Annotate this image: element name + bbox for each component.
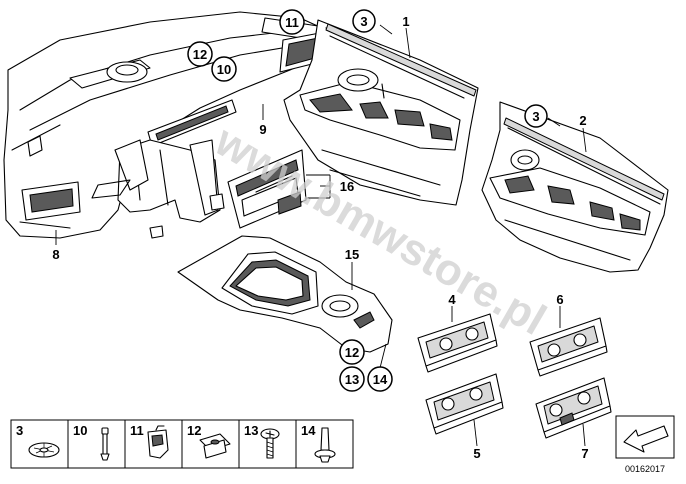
center-bezel bbox=[227, 149, 307, 229]
legend-label-10: 10 bbox=[73, 423, 87, 438]
label-6: 6 bbox=[556, 292, 563, 307]
switch-panel-7 bbox=[535, 377, 612, 439]
label-4: 4 bbox=[448, 292, 456, 307]
dashboard-drawing bbox=[3, 11, 326, 239]
label-12-top: 12 bbox=[193, 47, 207, 62]
legend-label-11: 11 bbox=[130, 423, 144, 438]
pin-icon bbox=[100, 427, 110, 461]
label-3-front: 3 bbox=[360, 14, 367, 29]
direction-arrow-icon bbox=[615, 415, 675, 459]
clip-disc-icon bbox=[28, 442, 60, 458]
circle-14 bbox=[367, 366, 393, 392]
circle-3-rear bbox=[524, 104, 548, 128]
label-3-rear: 3 bbox=[532, 109, 539, 124]
legend-label-3: 3 bbox=[16, 423, 23, 438]
diagram-reference-number: 00162017 bbox=[625, 464, 665, 474]
label-13: 13 bbox=[345, 372, 359, 387]
nut-clip-icon bbox=[199, 433, 231, 459]
switch-panel-5 bbox=[425, 373, 504, 435]
label-16: 16 bbox=[340, 179, 354, 194]
label-2: 2 bbox=[579, 113, 586, 128]
circle-13 bbox=[339, 366, 365, 392]
rear-door-panel bbox=[481, 101, 669, 273]
label-14: 14 bbox=[373, 372, 388, 387]
circle-12-top bbox=[187, 41, 213, 67]
fastener-legend: 3 10 11 12 13 14 bbox=[10, 419, 354, 469]
label-5: 5 bbox=[473, 446, 480, 461]
switch-panel-4 bbox=[417, 313, 498, 373]
label-8: 8 bbox=[52, 247, 59, 262]
circle-3-front bbox=[352, 9, 376, 33]
switch-panel-6 bbox=[529, 317, 608, 377]
label-10: 10 bbox=[217, 62, 231, 77]
front-door-panel bbox=[283, 19, 479, 206]
legend-label-12: 12 bbox=[187, 423, 201, 438]
legend-label-14: 14 bbox=[301, 423, 316, 438]
spring-clip-icon bbox=[147, 425, 169, 459]
screw-icon bbox=[260, 428, 280, 459]
label-11: 11 bbox=[285, 15, 299, 30]
label-15: 15 bbox=[345, 247, 359, 262]
circle-11 bbox=[279, 9, 305, 35]
circle-12-bottom bbox=[339, 339, 365, 365]
legend-cell-10 bbox=[67, 419, 126, 469]
label-9: 9 bbox=[259, 122, 266, 137]
part-labels: 1 2 8 9 16 15 4 6 5 7 3 3 11 12 10 12 13… bbox=[52, 9, 589, 461]
push-rivet-icon bbox=[314, 427, 336, 463]
label-7: 7 bbox=[581, 446, 588, 461]
legend-label-13: 13 bbox=[244, 423, 258, 438]
label-12-bottom: 12 bbox=[345, 345, 359, 360]
circle-10 bbox=[211, 56, 237, 82]
center-console-trim bbox=[177, 235, 393, 353]
label-1: 1 bbox=[402, 14, 409, 29]
